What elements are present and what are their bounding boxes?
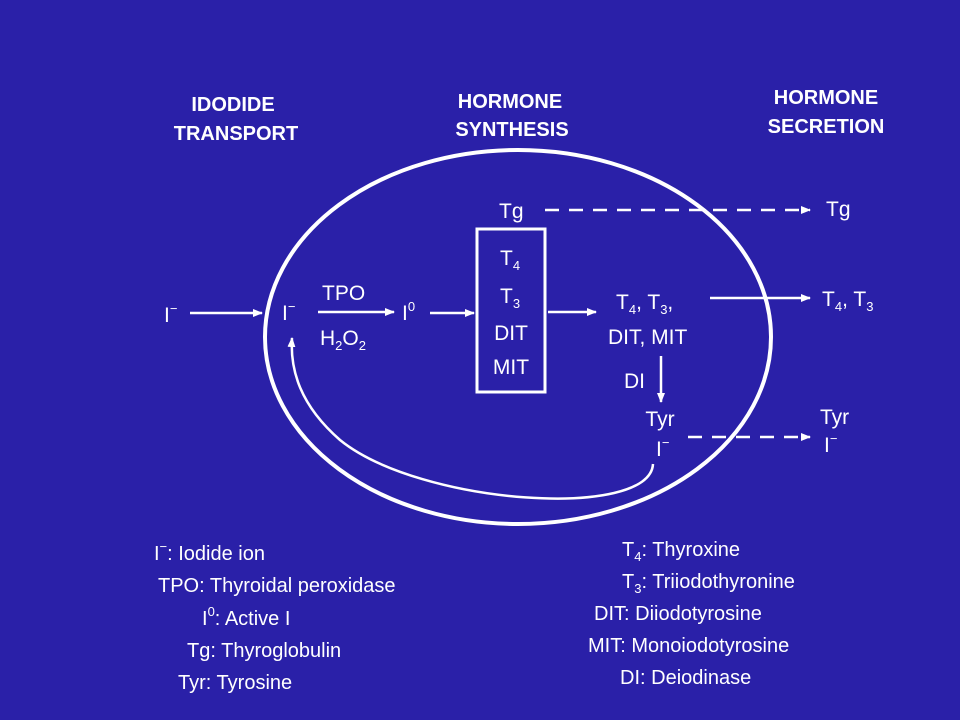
tpo-label: TPO [322,282,365,305]
legend-left-row: TPO: Thyroidal peroxidase [158,575,396,597]
products-line2: DIT, MIT [608,326,687,349]
tyr-iodide: I− [656,435,669,461]
box-mit: MIT [493,356,529,379]
di-label: DI [624,370,645,393]
arrow-iodide-recycling [287,337,655,500]
box-t3: T3 [500,285,520,311]
header-secretion-line2: SECRETION [768,116,885,138]
tg-label: Tg [499,200,524,223]
follicular-cell-ellipse [263,148,773,526]
secreted-tyr: Tyr [820,406,849,429]
active-iodine: I0 [402,299,415,325]
iodide-inside: I− [282,299,295,325]
iodide-outside: I− [164,301,177,327]
legend-left-row: Tg: Thyroglobulin [187,640,341,662]
secreted-t4-t3: T4, T3 [822,288,873,314]
legend-right-row: DIT: Diiodotyrosine [594,603,762,625]
box-t4: T4 [500,247,520,273]
legend-right-row: T4: Thyroxine [622,539,740,564]
header-transport-line1: IDODIDE [191,94,274,116]
header-hormone-secretion: HORMONE SECRETION [768,87,885,138]
box-dit: DIT [494,322,528,345]
header-transport-line2: TRANSPORT [174,123,298,145]
legend-left-row: Tyr: Tyrosine [178,672,292,694]
header-hormone-synthesis: HORMONE SYNTHESIS [455,91,568,141]
legend-right: T4: Thyroxine T3: Triiodothyronine DIT: … [588,539,795,689]
legend-right-row: T3: Triiodothyronine [622,571,795,596]
legend-left-row: I0: Active I [202,604,290,630]
secreted-iodide: I− [824,431,837,457]
h2o2-label: H2O2 [320,327,366,353]
header-synthesis-line2: SYNTHESIS [455,119,568,141]
legend-left-row: I−: Iodide ion [154,539,265,565]
header-iodide-transport: IDODIDE TRANSPORT [174,94,298,145]
products-line1: T4, T3, [616,291,673,317]
legend-right-row: DI: Deiodinase [620,667,751,689]
header-synthesis-line1: HORMONE [458,91,562,113]
legend-right-row: MIT: Monoiodotyrosine [588,635,789,657]
tyr-label: Tyr [645,408,674,431]
header-secretion-line1: HORMONE [774,87,878,109]
secreted-tg: Tg [826,198,851,221]
legend-left: I−: Iodide ion TPO: Thyroidal peroxidase… [154,539,396,694]
thyroglobulin-box [475,227,547,394]
